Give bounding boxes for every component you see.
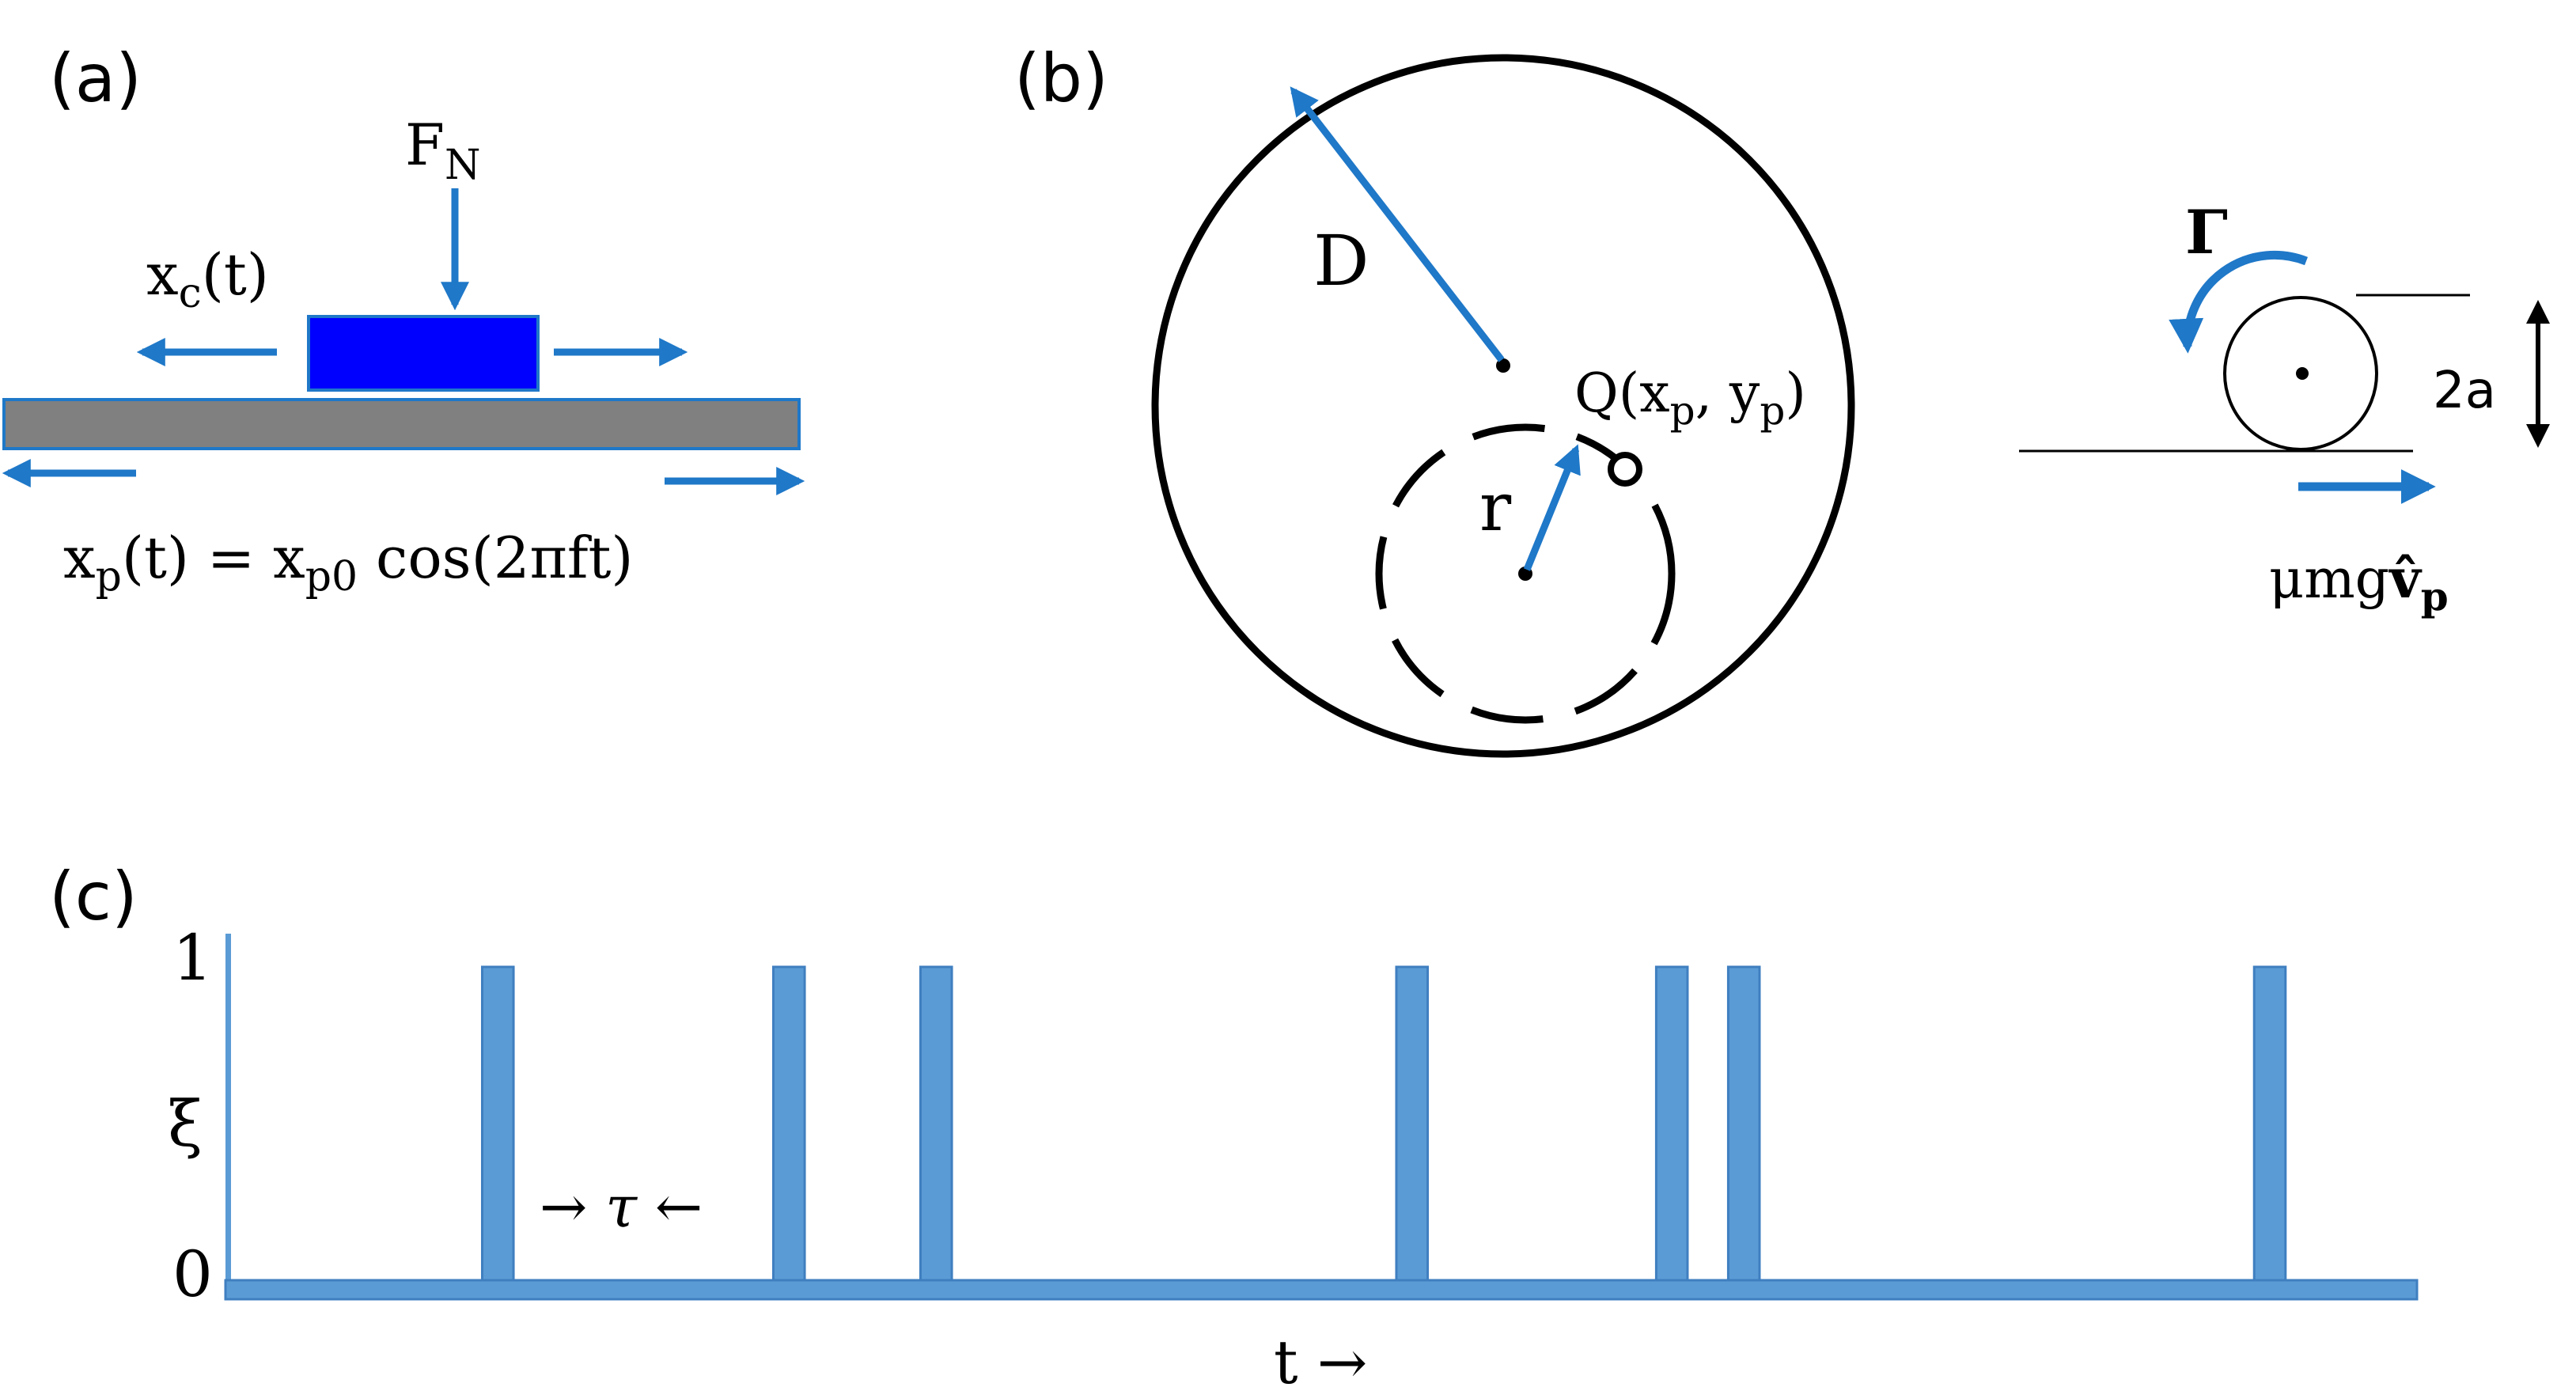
outer-container-circle — [1151, 54, 1855, 758]
pulse-bar — [772, 965, 806, 1282]
point-q-marker — [1608, 452, 1642, 487]
panel-c: (c) 1 0 ξ t → → τ ← — [49, 858, 2419, 1391]
plate-lhs-base: x — [63, 525, 96, 591]
container-motion-sub: c — [179, 270, 202, 317]
outer-radius-label: D — [1313, 220, 1369, 301]
panel-b-label: (b) — [1014, 40, 1108, 117]
torque-arrow — [2169, 250, 2309, 354]
pulse-bar — [919, 965, 953, 1282]
point-q-x-base: x — [1639, 362, 1669, 425]
y-axis-label: ξ — [168, 1087, 203, 1161]
y-tick-low: 0 — [172, 1237, 213, 1311]
normal-force-label: FN — [405, 112, 480, 189]
container-motion-tail: (t) — [202, 241, 269, 308]
friction-prefix: μmg — [2269, 548, 2389, 611]
point-q-label: Q(xp, yp) — [1574, 362, 1806, 434]
plate-motion-equation: xp(t) = xp0 cos(2πft) — [63, 525, 634, 601]
point-q-sep: , — [1695, 362, 1729, 425]
pulse-bars — [480, 965, 2287, 1282]
friction-sub: p — [2421, 573, 2449, 620]
x-axis-baseline — [224, 1279, 2419, 1301]
plate-rhs-sub: p0 — [305, 553, 358, 601]
pulse-width-annotation: → τ ← — [540, 1173, 703, 1240]
panel-a: (a) FN xc(t) xp(t) = xp0 cos(2πft) — [2, 40, 805, 601]
orbit-dashed-circle — [1375, 423, 1676, 724]
normal-force-sub: N — [445, 142, 481, 189]
plate-rhs-base: x — [273, 525, 305, 591]
outer-center-dot — [1496, 358, 1510, 373]
container-motion-label: xc(t) — [146, 241, 269, 317]
panel-c-label: (c) — [49, 858, 138, 935]
y-tick-high: 1 — [172, 921, 213, 995]
particle-center-dot — [2296, 367, 2309, 380]
panel-a-label: (a) — [49, 40, 142, 117]
container-motion-base: x — [146, 241, 179, 308]
orbit-radius-arrow — [1523, 444, 1581, 571]
pulse-bar — [1395, 965, 1430, 1282]
plate-lhs-sub: p — [96, 553, 122, 601]
pulse-bar — [1726, 965, 1761, 1282]
point-q-suffix: ) — [1785, 362, 1806, 425]
pulse-bar — [1654, 965, 1689, 1282]
y-axis — [225, 934, 231, 1299]
point-q-y-base: y — [1729, 362, 1760, 425]
particle-circle — [2223, 296, 2378, 451]
torque-label: Γ — [2185, 197, 2228, 267]
pulse-bar — [2252, 965, 2287, 1282]
pulse-bar — [480, 965, 515, 1282]
panel-b: (b) D r Q(xp, yp) 2a Γ μmgv̂p — [1014, 40, 2550, 758]
point-q-prefix: Q( — [1574, 362, 1639, 425]
diameter-label: 2a — [2433, 362, 2496, 420]
container-block — [307, 315, 540, 392]
friction-vec: v̂ — [2388, 548, 2423, 611]
normal-force-base: F — [405, 112, 445, 178]
plate-rhs-tail: cos(2πft) — [358, 525, 633, 591]
point-q-x-sub: p — [1670, 388, 1695, 434]
x-axis-label: t → — [1274, 1327, 1367, 1391]
vibrating-plate — [2, 398, 801, 450]
point-q-y-sub: p — [1760, 388, 1785, 434]
friction-label: μmgv̂p — [2269, 548, 2449, 620]
plate-lhs-tail: (t) = — [122, 525, 273, 591]
orbit-radius-label: r — [1479, 468, 1512, 546]
outer-radius-arrow — [1290, 86, 1505, 362]
